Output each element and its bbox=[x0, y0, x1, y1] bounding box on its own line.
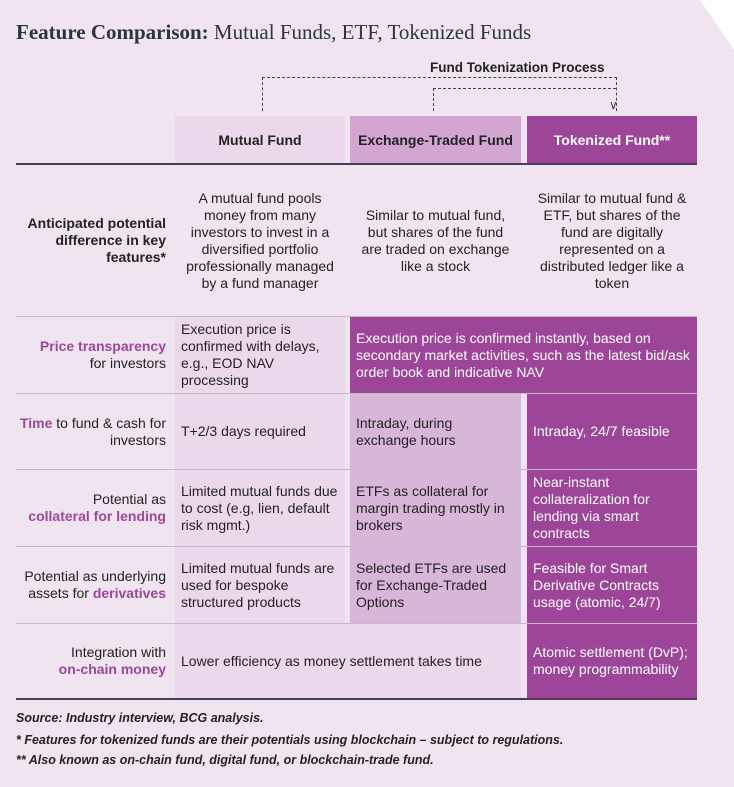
row-divider bbox=[16, 393, 697, 394]
etf-collateral: ETFs as collateral for margin trading mo… bbox=[350, 470, 521, 546]
footnote-features: * Features for tokenized funds are their… bbox=[16, 733, 564, 747]
table-bottom-rule bbox=[16, 698, 697, 700]
row-divider bbox=[16, 316, 697, 317]
mf-collateral: Limited mutual funds due to cost (e.g, l… bbox=[175, 470, 345, 546]
page-title: Feature Comparison: Mutual Funds, ETF, T… bbox=[16, 20, 532, 44]
process-arrow-outer bbox=[262, 77, 617, 111]
mf-time: T+2/3 days required bbox=[175, 394, 345, 469]
row-divider bbox=[16, 546, 697, 547]
mf-price: Execution price is confirmed with delays… bbox=[175, 317, 345, 393]
header-mutual-fund: Mutual Fund bbox=[175, 116, 345, 163]
tf-onchain: Atomic settlement (DvP); money programma… bbox=[527, 624, 697, 698]
tf-collateral: Near-instant collateralization for lendi… bbox=[527, 470, 697, 546]
footnote-source: Source: Industry interview, BCG analysis… bbox=[16, 711, 264, 725]
mf-etf-onchain: Lower efficiency as money settlement tak… bbox=[175, 624, 521, 698]
etf-description: Similar to mutual fund, but shares of th… bbox=[361, 206, 510, 274]
process-arrow-inner bbox=[433, 88, 616, 111]
tf-derivatives: Feasible for Smart Derivative Contracts … bbox=[527, 547, 697, 623]
arrow-down-icon: ∨ bbox=[609, 98, 618, 112]
header-divider bbox=[16, 163, 697, 165]
mf-derivatives: Limited mutual funds are used for bespok… bbox=[175, 547, 345, 623]
footnote-aka: ** Also known as on-chain fund, digital … bbox=[16, 753, 434, 767]
header-tokenized-fund: Tokenized Fund** bbox=[527, 116, 697, 163]
tf-time: Intraday, 24/7 feasible bbox=[527, 394, 697, 469]
row-label-derivatives: Potential as underlying assets for deriv… bbox=[24, 568, 166, 601]
etf-tf-price: Execution price is confirmed instantly, … bbox=[350, 317, 697, 393]
row-divider bbox=[16, 469, 697, 470]
row-label-key-features: Anticipated potential difference in key … bbox=[27, 215, 166, 265]
header-etf: Exchange-Traded Fund bbox=[350, 116, 521, 163]
process-label: Fund Tokenization Process bbox=[430, 60, 605, 75]
row-divider bbox=[16, 623, 697, 624]
tf-description: Similar to mutual fund & ETF, but shares… bbox=[537, 189, 687, 291]
mf-description: A mutual fund pools money from many inve… bbox=[186, 189, 334, 291]
etf-derivatives: Selected ETFs are used for Exchange-Trad… bbox=[350, 547, 521, 623]
row-label-time: Time to fund & cash for investors bbox=[19, 414, 166, 448]
etf-time: Intraday, during exchange hours bbox=[350, 394, 521, 469]
